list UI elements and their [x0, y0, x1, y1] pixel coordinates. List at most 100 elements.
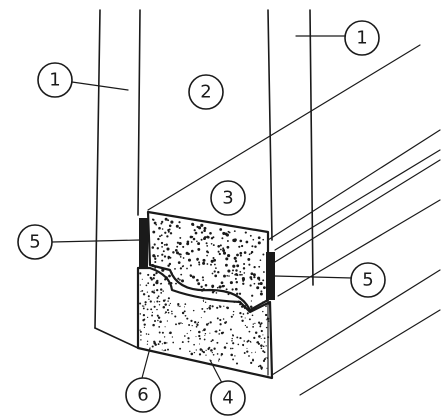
texture-dot [257, 241, 261, 245]
texture-dot [248, 318, 251, 321]
texture-dot [211, 272, 214, 275]
texture-dot [254, 322, 256, 325]
primary-seal-right [266, 252, 275, 300]
texture-dot [197, 242, 201, 246]
texture-dot [179, 253, 182, 256]
texture-dot [219, 305, 222, 308]
texture-dot [236, 253, 239, 257]
texture-dot [225, 257, 229, 261]
callout-cavity: 2 [188, 74, 224, 110]
texture-dot [185, 251, 189, 255]
texture-dot [218, 333, 221, 335]
texture-dot [232, 314, 235, 316]
texture-dot [202, 279, 205, 281]
texture-dot [161, 259, 164, 262]
texture-dot [142, 313, 146, 317]
texture-dot [209, 231, 212, 235]
glass-pane-left [94, 9, 141, 329]
texture-dot [246, 326, 248, 328]
texture-dot [225, 263, 228, 267]
texture-dot [203, 237, 206, 241]
texture-dot [161, 268, 165, 272]
texture-dot [179, 305, 181, 308]
texture-dot [177, 261, 181, 264]
texture-dot [186, 240, 190, 244]
texture-dot [242, 282, 245, 285]
texture-dot [263, 341, 266, 343]
texture-dot [246, 350, 249, 353]
texture-dot [247, 257, 251, 261]
texture-dot [171, 313, 173, 315]
texture-dot [203, 338, 206, 341]
texture-dot [226, 240, 229, 242]
texture-dot [216, 341, 219, 344]
texture-dot [164, 312, 166, 314]
texture-dot [179, 267, 183, 270]
texture-dot [230, 315, 233, 318]
glass-pane-right [267, 9, 314, 286]
texture-dot [141, 305, 144, 307]
texture-dot [181, 265, 184, 268]
texture-dot [196, 257, 199, 261]
texture-dot [192, 237, 196, 241]
texture-dot [249, 234, 252, 237]
texture-dot [168, 274, 171, 278]
texture-dot [145, 333, 148, 335]
texture-dot [153, 301, 155, 303]
texture-dot [231, 340, 233, 342]
texture-dot [147, 295, 150, 298]
texture-dot [167, 264, 170, 267]
texture-dot [238, 245, 241, 248]
texture-dot [243, 251, 247, 254]
texture-dot [164, 217, 168, 221]
texture-dot [215, 292, 218, 294]
texture-dot [240, 305, 244, 308]
texture-dot [160, 234, 163, 237]
texture-dot [139, 329, 141, 331]
callout-label: 5 [362, 270, 373, 291]
texture-dot [190, 319, 193, 323]
texture-dot [143, 323, 146, 326]
texture-dot [262, 350, 265, 353]
texture-dot [204, 334, 206, 336]
callout-label: 2 [200, 82, 211, 103]
texture-dot [212, 289, 216, 293]
texture-dot [194, 321, 197, 324]
texture-dot [257, 321, 261, 324]
texture-dot [165, 243, 168, 246]
texture-dot [160, 292, 163, 294]
texture-dot [253, 307, 256, 310]
texture-dot [211, 305, 214, 308]
texture-dot [152, 218, 155, 221]
texture-dot [257, 365, 260, 368]
texture-dot [216, 353, 219, 355]
texture-dot [155, 271, 158, 275]
texture-dot [203, 229, 206, 232]
texture-dot [265, 304, 267, 306]
texture-dot [218, 305, 220, 307]
texture-dot [141, 290, 144, 292]
texture-dot [242, 343, 245, 347]
texture-dot [188, 324, 191, 326]
texture-dot [239, 311, 242, 315]
texture-dot [203, 288, 205, 290]
texture-dot [178, 241, 182, 246]
texture-dot [227, 254, 231, 258]
texture-dot [221, 237, 224, 240]
texture-dot [250, 252, 253, 255]
texture-dot [183, 310, 186, 313]
spacer-bar [146, 210, 270, 312]
texture-dot [198, 263, 201, 266]
texture-dot [246, 347, 248, 349]
texture-dot [251, 359, 255, 362]
texture-dot [220, 355, 222, 357]
texture-dot [239, 239, 243, 243]
texture-dot [160, 282, 163, 285]
texture-dot [260, 322, 263, 325]
texture-dot [197, 282, 201, 286]
texture-dot [158, 226, 161, 230]
texture-dot [233, 230, 236, 233]
texture-dot [154, 260, 157, 264]
texture-dot [257, 342, 260, 345]
texture-dot [197, 321, 200, 324]
